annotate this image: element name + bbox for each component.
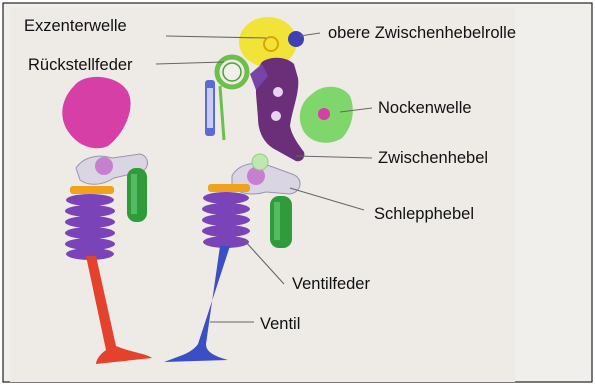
hydraulic-element-right bbox=[270, 196, 292, 248]
label-zwischenhebel: Zwischenhebel bbox=[378, 150, 488, 167]
label-exzenterwelle: Exzenterwelle bbox=[24, 18, 127, 35]
label-nockenwelle: Nockenwelle bbox=[378, 100, 472, 117]
spring-retainer-right bbox=[208, 184, 250, 192]
label-rueckstellfeder: Rückstellfeder bbox=[28, 57, 133, 74]
label-ventil: Ventil bbox=[260, 316, 300, 333]
rocker-roller-left bbox=[95, 157, 113, 175]
spring-retainer-left bbox=[70, 186, 114, 194]
label-ventilfeder: Ventilfeder bbox=[292, 276, 370, 293]
valve-spring-right bbox=[202, 192, 250, 248]
label-schlepphebel: Schlepphebel bbox=[374, 206, 474, 223]
label-obere-zwischenhebelrolle: obere Zwischenhebelrolle bbox=[328, 25, 516, 42]
upper-intermediate-roller bbox=[288, 31, 304, 47]
